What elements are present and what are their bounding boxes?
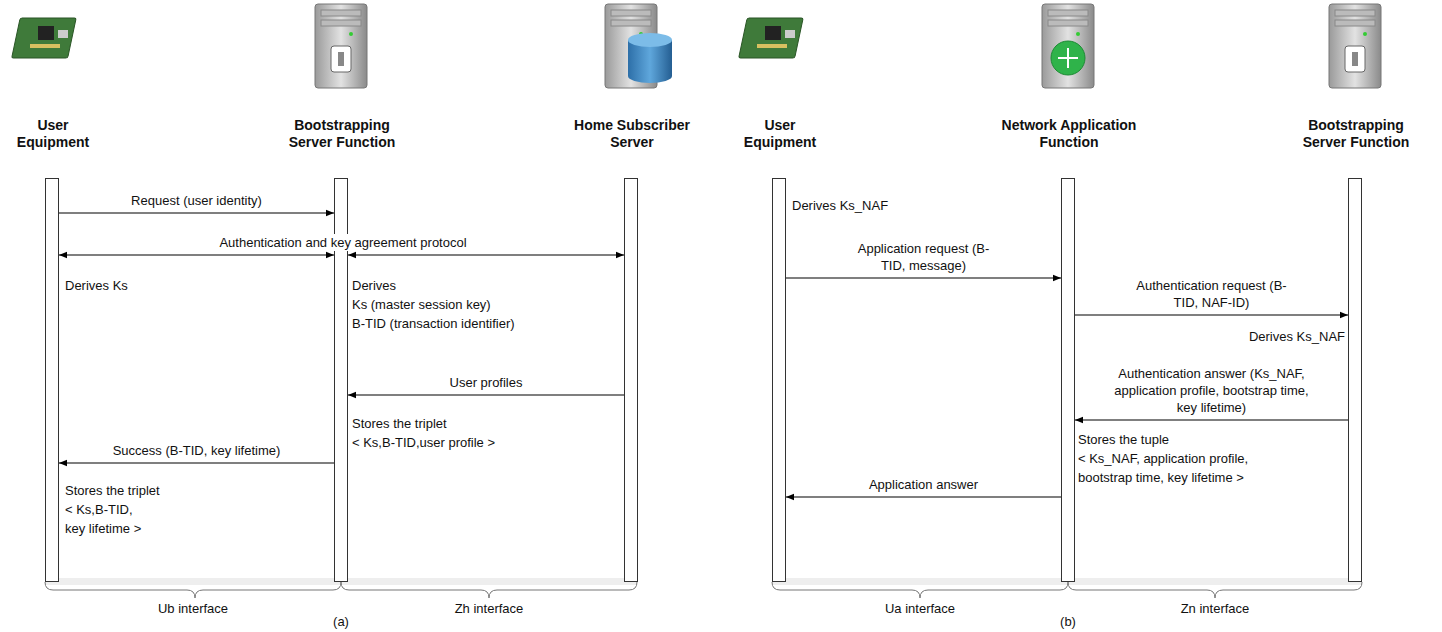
message-label: Authentication and key agreement protoco… <box>216 234 469 251</box>
step-note: < Ks_NAF, application profile, <box>1078 451 1248 467</box>
participant-name: Bootstrapping Server Function <box>1294 117 1418 151</box>
message-label: Authentication request (B-TID, NAF-ID) <box>1123 277 1301 311</box>
step-note: Derives Ks_NAF <box>792 198 888 214</box>
subfigure-label: (b) <box>1060 615 1076 629</box>
step-note: Stores the tuple <box>1078 432 1169 448</box>
step-note: < Ks,B-TID,user profile > <box>352 435 495 451</box>
interface-label: Zn interface <box>1181 601 1250 617</box>
step-note: Derives Ks_NAF <box>1249 329 1345 345</box>
participant-name: User Equipment <box>738 117 822 151</box>
message-label: Authentication answer (Ks_NAF, applicati… <box>1109 365 1315 416</box>
step-note: B-TID (transaction identifier) <box>352 316 515 332</box>
message-label: User profiles <box>447 374 526 391</box>
message-arrow <box>786 277 1061 278</box>
interface-label: Ub interface <box>158 601 228 617</box>
interface-label: Zh interface <box>455 601 524 617</box>
subfigure-label: (a) <box>333 615 349 629</box>
participant-name: Bootstrapping Server Function <box>280 117 404 151</box>
message-label: Request (user identity) <box>128 192 265 209</box>
message-label: Application request (B-TID, message) <box>846 240 1002 274</box>
message-arrow <box>1075 314 1348 315</box>
step-note: Derives Ks <box>65 278 128 294</box>
step-note: bootstrap time, key lifetime > <box>1078 470 1244 486</box>
message-arrow <box>59 462 334 463</box>
step-note: < Ks,B-TID, <box>65 502 133 518</box>
participant-name: User Equipment <box>11 117 95 151</box>
message-arrow <box>348 254 624 255</box>
message-label: Application answer <box>866 476 981 493</box>
step-note: Stores the triplet <box>65 483 160 499</box>
participant-name: Home Subscriber Server <box>568 117 696 151</box>
message-arrow <box>59 212 334 213</box>
step-note: Derives <box>352 278 396 294</box>
lifeline-bar: User Equipment <box>45 178 59 582</box>
message-arrow <box>786 496 1061 497</box>
message-arrow <box>1075 419 1348 420</box>
step-note: Ks (master session key) <box>352 297 491 313</box>
lifeline-bar: Network Application Function <box>1061 178 1075 582</box>
message-label: Success (B-TID, key lifetime) <box>110 442 284 459</box>
message-arrow <box>348 394 624 395</box>
step-note: Stores the triplet <box>352 416 447 432</box>
lifeline-bar: User Equipment <box>772 178 786 582</box>
interface-label: Ua interface <box>885 601 955 617</box>
lifeline-bar: Home Subscriber Server <box>624 178 638 582</box>
step-note: key lifetime > <box>65 521 141 537</box>
lifeline-bar: Bootstrapping Server Function <box>1348 178 1362 582</box>
participant-name: Network Application Function <box>994 117 1144 151</box>
message-arrow <box>59 254 334 255</box>
